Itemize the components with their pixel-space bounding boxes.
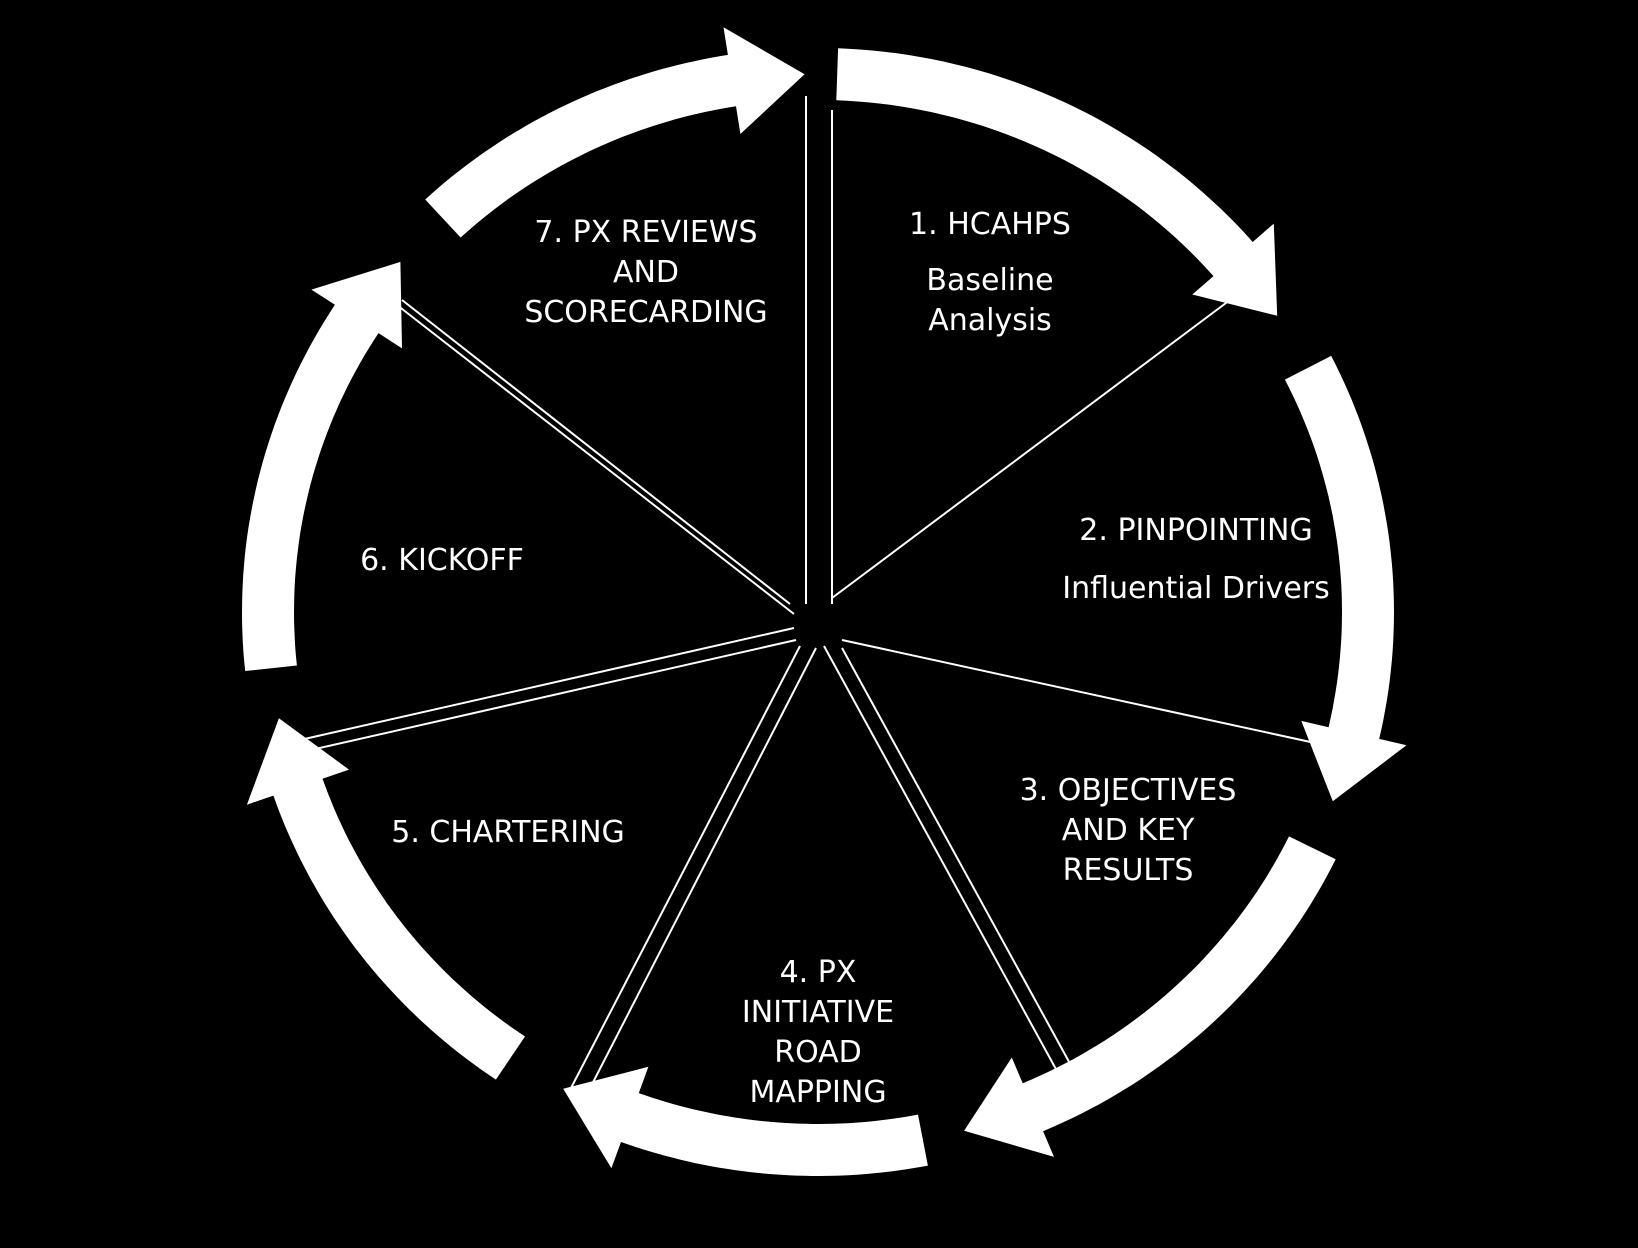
step-3-line-1: AND KEY — [1062, 813, 1195, 848]
step-1-subtitle-line-1: Baseline — [926, 263, 1053, 298]
divider-2-3 — [841, 639, 1339, 749]
step-4-line-3: MAPPING — [749, 1075, 886, 1110]
step-1-label: 1. HCAHPS Baseline Analysis — [909, 207, 1071, 338]
cycle-arrow-3 — [964, 836, 1336, 1157]
cycle-arrow-1 — [836, 48, 1278, 316]
segment-labels: 1. HCAHPS Baseline Analysis 2. PINPOINTI… — [360, 207, 1330, 1110]
step-4-title: 4. PX — [780, 955, 857, 990]
divider-3-4 — [823, 645, 1075, 1103]
step-7-line-2: SCORECARDING — [524, 295, 767, 330]
step-2-title: 2. PINPOINTING — [1079, 513, 1312, 548]
cycle-arrow-ring — [242, 27, 1407, 1176]
step-3-title: 3. OBJECTIVES — [1020, 773, 1237, 808]
step-4-label: 4. PX INITIATIVE ROAD MAPPING — [742, 955, 894, 1110]
cycle-arrow-5 — [246, 718, 525, 1080]
step-4-line-1: INITIATIVE — [742, 995, 894, 1030]
step-5-title: 5. CHARTERING — [391, 815, 625, 850]
divider-3-4-inner — [841, 647, 1091, 1101]
step-2-label: 2. PINPOINTING Influential Drivers — [1062, 513, 1330, 606]
step-6-label: 6. KICKOFF — [360, 543, 524, 578]
divider-4-5 — [569, 645, 801, 1091]
step-3-line-2: RESULTS — [1063, 853, 1194, 888]
step-1-title: 1. HCAHPS — [909, 207, 1071, 242]
segment-dividers — [299, 96, 1339, 1103]
divider-6-7-inner — [401, 299, 791, 605]
step-1-subtitle-line-2: Analysis — [928, 303, 1052, 338]
step-6-title: 6. KICKOFF — [360, 543, 524, 578]
step-7-label: 7. PX REVIEWS AND SCORECARDING — [524, 215, 767, 330]
step-3-label: 3. OBJECTIVES AND KEY RESULTS — [1020, 773, 1237, 888]
divider-4-5-inner — [585, 647, 817, 1097]
step-7-line-1: AND — [613, 255, 679, 290]
step-5-label: 5. CHARTERING — [391, 815, 625, 850]
divider-5-6-inner — [301, 639, 797, 753]
step-4-line-2: ROAD — [774, 1035, 862, 1070]
step-2-subtitle: Influential Drivers — [1062, 571, 1330, 606]
cycle-arrow-2 — [1284, 355, 1407, 802]
divider-1-2 — [831, 281, 1255, 599]
step-7-title: 7. PX REVIEWS — [534, 215, 757, 250]
cycle-arrow-4 — [563, 1066, 928, 1176]
divider-6-7 — [387, 297, 795, 615]
divider-5-6 — [299, 627, 795, 741]
cycle-arrow-7 — [425, 27, 805, 238]
cycle-arrow-6 — [242, 261, 402, 671]
